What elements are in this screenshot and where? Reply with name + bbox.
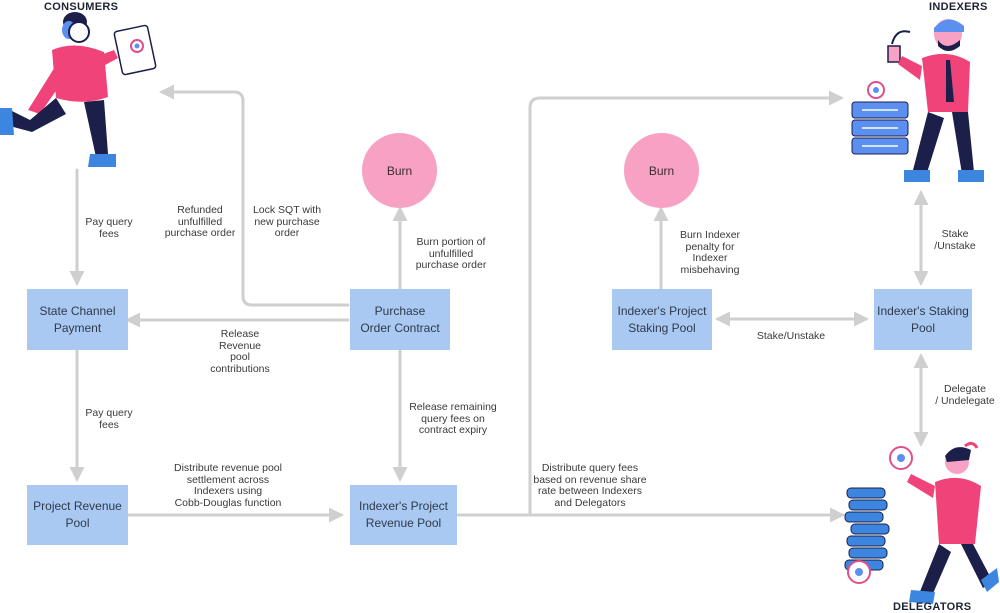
label-pay-query-fees-top: Pay query fees: [85, 216, 133, 240]
label-release-revenue-pool: Release Revenue pool contributions: [210, 328, 270, 375]
indexer-project-staking-pool-box: Indexer's Project Staking Pool: [612, 289, 712, 350]
label-stake-unstake-mid: Stake/Unstake: [756, 330, 826, 342]
indexers-title: INDEXERS: [929, 1, 988, 13]
indexer-project-revenue-pool-box: Indexer's Project Revenue Pool: [350, 485, 457, 545]
indexer-staking-pool-box: Indexer's Staking Pool: [874, 289, 972, 350]
burn-circle-right: Burn: [624, 133, 699, 208]
label-release-remaining: Release remaining query fees on contract…: [409, 401, 497, 436]
delegators-title: DELEGATORS: [893, 601, 972, 613]
label-burn-portion: Burn portion of unfulfilled purchase ord…: [415, 236, 487, 271]
server-rack-icon: [851, 101, 909, 155]
label-burn-indexer-penalty: Burn Indexer penalty for Indexer misbeha…: [679, 229, 741, 276]
label-delegate-undelegate: Delegate / Undelegate: [935, 383, 995, 407]
indexer-illustration: [851, 19, 984, 182]
label-distribute-revenue-pool: Distribute revenue pool settlement acros…: [174, 462, 282, 509]
label-pay-query-fees-mid: Pay query fees: [85, 407, 133, 431]
project-revenue-pool-box: Project Revenue Pool: [27, 485, 128, 545]
consumer-illustration: [0, 12, 157, 167]
arrow-purchase-order-to-consumers: [159, 84, 350, 307]
coin-stack-icon: [844, 487, 890, 571]
label-stake-unstake-right: Stake /Unstake: [934, 228, 976, 252]
burn-circle-left: Burn: [362, 133, 437, 208]
delegator-illustration: [844, 441, 999, 604]
label-distribute-query-fees: Distribute query fees based on revenue s…: [533, 462, 647, 509]
label-lock-sqt: Lock SQT with new purchase order: [252, 204, 322, 239]
subquery-coin-icon: [867, 81, 885, 99]
consumers-title: CONSUMERS: [44, 1, 119, 13]
state-channel-payment-box: State Channel Payment: [27, 289, 128, 350]
purchase-order-contract-box: Purchase Order Contract: [350, 289, 450, 350]
label-refunded-purchase-order: Refunded unfulfilled purchase order: [164, 204, 236, 239]
arrow-distribute-to-indexers: [528, 90, 844, 517]
